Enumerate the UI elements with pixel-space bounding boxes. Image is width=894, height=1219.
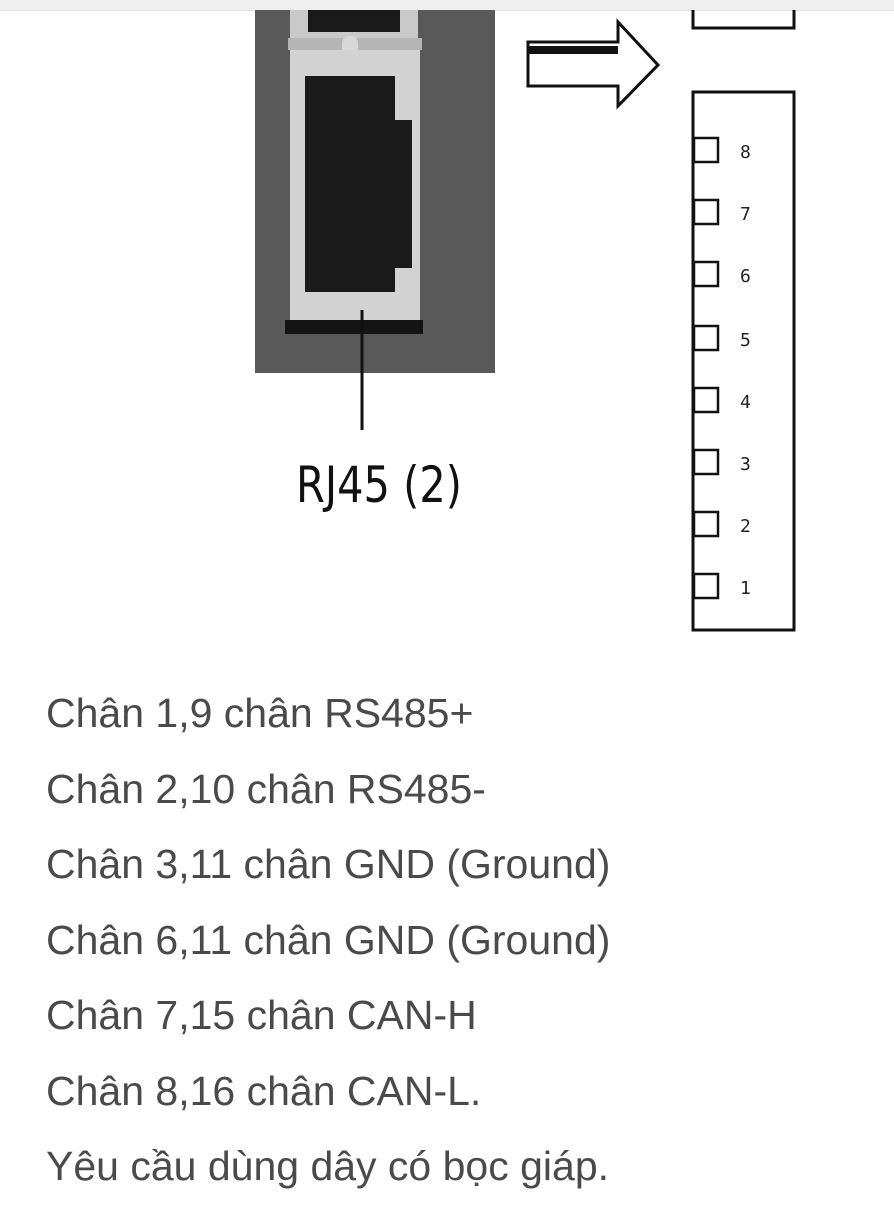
pin-numbers: 8 7 6 5 4 3 2 1 — [740, 142, 751, 599]
pin-square — [692, 260, 720, 288]
pin-description-line: Chân 3,11 chân GND (Ground) — [46, 841, 611, 887]
pinout-diagram: RJ45 (2) 8 7 6 5 4 3 2 1 — [255, 10, 796, 632]
pin-description-list: Chân 1,9 chân RS485+ Chân 2,10 chân RS48… — [46, 676, 866, 1205]
upper-port-cavity — [308, 10, 400, 32]
shielded-cable-note: Yêu cầu dùng dây có bọc giáp. — [46, 1143, 610, 1189]
pin-description-line: Chân 6,11 chân GND (Ground) — [46, 916, 611, 963]
pin-description-line: Chân 8,16 chân CAN-L. — [46, 1067, 482, 1114]
pin-square — [692, 386, 720, 414]
pin-number: 5 — [740, 330, 751, 351]
arrow-shaft-shadow — [528, 46, 618, 54]
pin-description-line: Chân 2,10 chân RS485- — [46, 765, 486, 812]
pin-square — [692, 136, 720, 164]
pin-number: 8 — [740, 142, 751, 163]
pin-square — [692, 198, 720, 226]
pin-square — [692, 510, 720, 538]
arrow-icon — [526, 18, 661, 110]
top-right-box — [691, 10, 796, 30]
pin-description-line: Chân 1,9 chân RS485+ — [46, 690, 474, 736]
pin-number: 7 — [740, 204, 751, 225]
pin-square — [692, 324, 720, 352]
rj45-port-cavity — [305, 76, 412, 292]
pin-squares — [692, 136, 720, 600]
pin-number: 2 — [740, 516, 751, 537]
pin-square — [692, 448, 720, 476]
pin-number: 4 — [740, 392, 751, 413]
pin-square — [692, 572, 720, 600]
pin-number: 6 — [740, 266, 751, 287]
connector-label: RJ45 (2) — [296, 456, 462, 514]
pin-description-line: Chân 7,15 chân CAN-H — [46, 992, 477, 1038]
pinout-box — [691, 90, 796, 632]
pin-number: 3 — [740, 454, 751, 475]
port-shadow — [285, 320, 423, 334]
pin-number: 1 — [740, 578, 751, 599]
rj45-pinout-figure: RJ45 (2) 8 7 6 5 4 3 2 1 — [0, 10, 894, 650]
